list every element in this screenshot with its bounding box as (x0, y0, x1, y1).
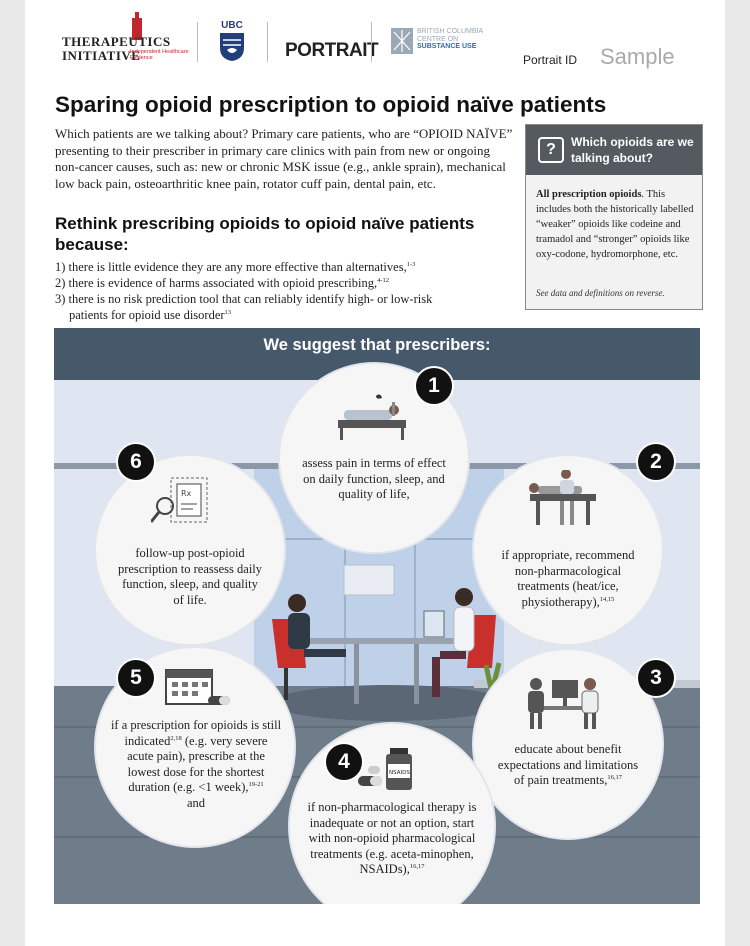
step-6-circle: Rx follow-up post-opioid prescription to… (96, 456, 284, 644)
reference: 16,17 (607, 773, 622, 781)
suggestions-infographic: We suggest that prescribers: assess pain… (54, 328, 700, 904)
sidebar-body-text: . This includes both the historically la… (536, 189, 694, 260)
prescription-magnifier-icon: Rx (151, 477, 208, 523)
step-4-text-body: if non-pharmacological therapy is inadeq… (307, 800, 477, 876)
bottle-label: NSAIDS (389, 770, 410, 776)
reference: 16,17 (409, 862, 425, 870)
reason-item: 3) there is no risk prediction tool that… (55, 291, 525, 323)
step-5-text: if a prescription for opioids is still i… (110, 718, 282, 811)
sidebar-body: All prescription opioids. This includes … (536, 187, 696, 262)
step-1-text: assess pain in terms of effect on daily … (302, 456, 446, 501)
step-2-circle: if appropriate, recommend non-pharmacolo… (474, 456, 662, 644)
step-3-number: 3 (636, 658, 676, 698)
sidebar-body-bold: All prescription opioids (536, 189, 642, 200)
reference: 14,15 (599, 595, 615, 603)
window-frame (414, 468, 416, 688)
ubc-wordmark: UBC (221, 20, 243, 31)
bccsu-line3: SUBSTANCE USE (417, 43, 477, 50)
ti-name-line1: THERAPEUTICS (62, 34, 171, 49)
bccsu-line2: CENTRE ON (417, 35, 459, 43)
question-icon: ? (538, 137, 564, 163)
portrait-id-label: Portrait ID (523, 53, 578, 67)
reason-text: 1) there is little evidence they are any… (55, 260, 407, 274)
step-1-number: 1 (414, 366, 454, 406)
page-title: Sparing opioid prescription to opioid na… (55, 92, 607, 117)
step-4-text: if non-pharmacological therapy is inadeq… (304, 800, 480, 878)
ubc-logo: UBC (215, 20, 249, 62)
logo-divider (197, 22, 198, 62)
document-page: THERAPEUTICS INITIATIVE Independent Heal… (25, 0, 725, 946)
logo-divider (371, 22, 372, 62)
sidebar-title: Which opioids are we talking about? (571, 135, 694, 165)
logo-divider (267, 22, 268, 62)
panel-title: We suggest that prescribers: (263, 336, 491, 354)
portrait-id-value: Sample (600, 44, 675, 69)
step-2-text-body: if appropriate, recommend non-pharmacolo… (501, 548, 635, 609)
reference: 13 (224, 308, 232, 316)
rethink-heading: Rethink prescribing opioids to opioid na… (55, 214, 475, 254)
bccsu-text: BRITISH COLUMBIA CENTRE ON SUBSTANCE USE (417, 28, 483, 51)
sidebar-header: ? Which opioids are we talking about? (526, 125, 702, 175)
ti-flame-icon (132, 12, 142, 40)
sidebar-note: See data and definitions on reverse. (536, 288, 665, 298)
step-3-text-body: educate about benefit expectations and l… (497, 742, 639, 787)
reason-item: 2) there is evidence of harms associated… (55, 275, 525, 291)
reference: 4-12 (377, 276, 390, 284)
portrait-logo: PORTRAIT (285, 40, 379, 61)
ti-tagline: Independent Healthcare Evidence (130, 49, 189, 61)
therapeutics-initiative-logo: THERAPEUTICS INITIATIVE Independent Heal… (62, 12, 189, 64)
consultation-scene-icon (271, 564, 514, 721)
step-5-text-a: if a prescription for opioids is still i… (110, 718, 282, 748)
opioids-sidebar: ? Which opioids are we talking about? Al… (525, 124, 703, 310)
reference: 1-3 (406, 260, 416, 268)
step-2-text: if appropriate, recommend non-pharmacolo… (490, 548, 646, 610)
bccsu-mark-icon (391, 28, 413, 54)
ubc-crest-icon (220, 33, 244, 61)
step-3-text: educate about benefit expectations and l… (494, 742, 642, 789)
reason-text: patients for opioid use disorder (69, 308, 225, 322)
reasons-list: 1) there is little evidence they are any… (55, 259, 525, 323)
step-3-circle: educate about benefit expectations and l… (474, 650, 662, 838)
step-5-number: 5 (116, 658, 156, 698)
ti-name-line2: INITIATIVE (62, 48, 141, 63)
step-4-number: 4 (324, 742, 364, 782)
reason-item: 1) there is little evidence they are any… (55, 259, 525, 275)
step-2-number: 2 (636, 442, 676, 482)
nsaids-bottle-icon: NSAIDS (358, 748, 412, 790)
intro-paragraph: Which patients are we talking about? Pri… (55, 126, 513, 191)
reason-continuation: patients for opioid use disorder13 (55, 307, 525, 323)
sleeping-patient-icon (338, 394, 406, 440)
step-5-text-b: (e.g. very severe acute pain), prescribe… (127, 733, 268, 795)
doctor-patient-screen-icon (528, 678, 599, 729)
bccsu-logo: BRITISH COLUMBIA CENTRE ON SUBSTANCE USE (391, 28, 491, 64)
svg-text:Rx: Rx (181, 489, 192, 498)
reason-text: 2) there is evidence of harms associated… (55, 276, 378, 290)
reason-text: 3) there is no risk prediction tool that… (55, 292, 433, 306)
step-4-circle: NSAIDS if non-pharmacological therapy is… (290, 724, 494, 904)
step-6-text: follow-up post-opioid prescription to re… (117, 546, 263, 607)
step-5-text-c: and (186, 795, 206, 810)
bccsu-line1: BRITISH COLUMBIA (417, 28, 484, 35)
calendar-pill-icon (165, 669, 230, 705)
reference: 19-21 (248, 780, 264, 788)
physiotherapy-table-icon (529, 470, 596, 525)
reference: 2,18 (170, 734, 182, 742)
step-6-number: 6 (116, 442, 156, 482)
